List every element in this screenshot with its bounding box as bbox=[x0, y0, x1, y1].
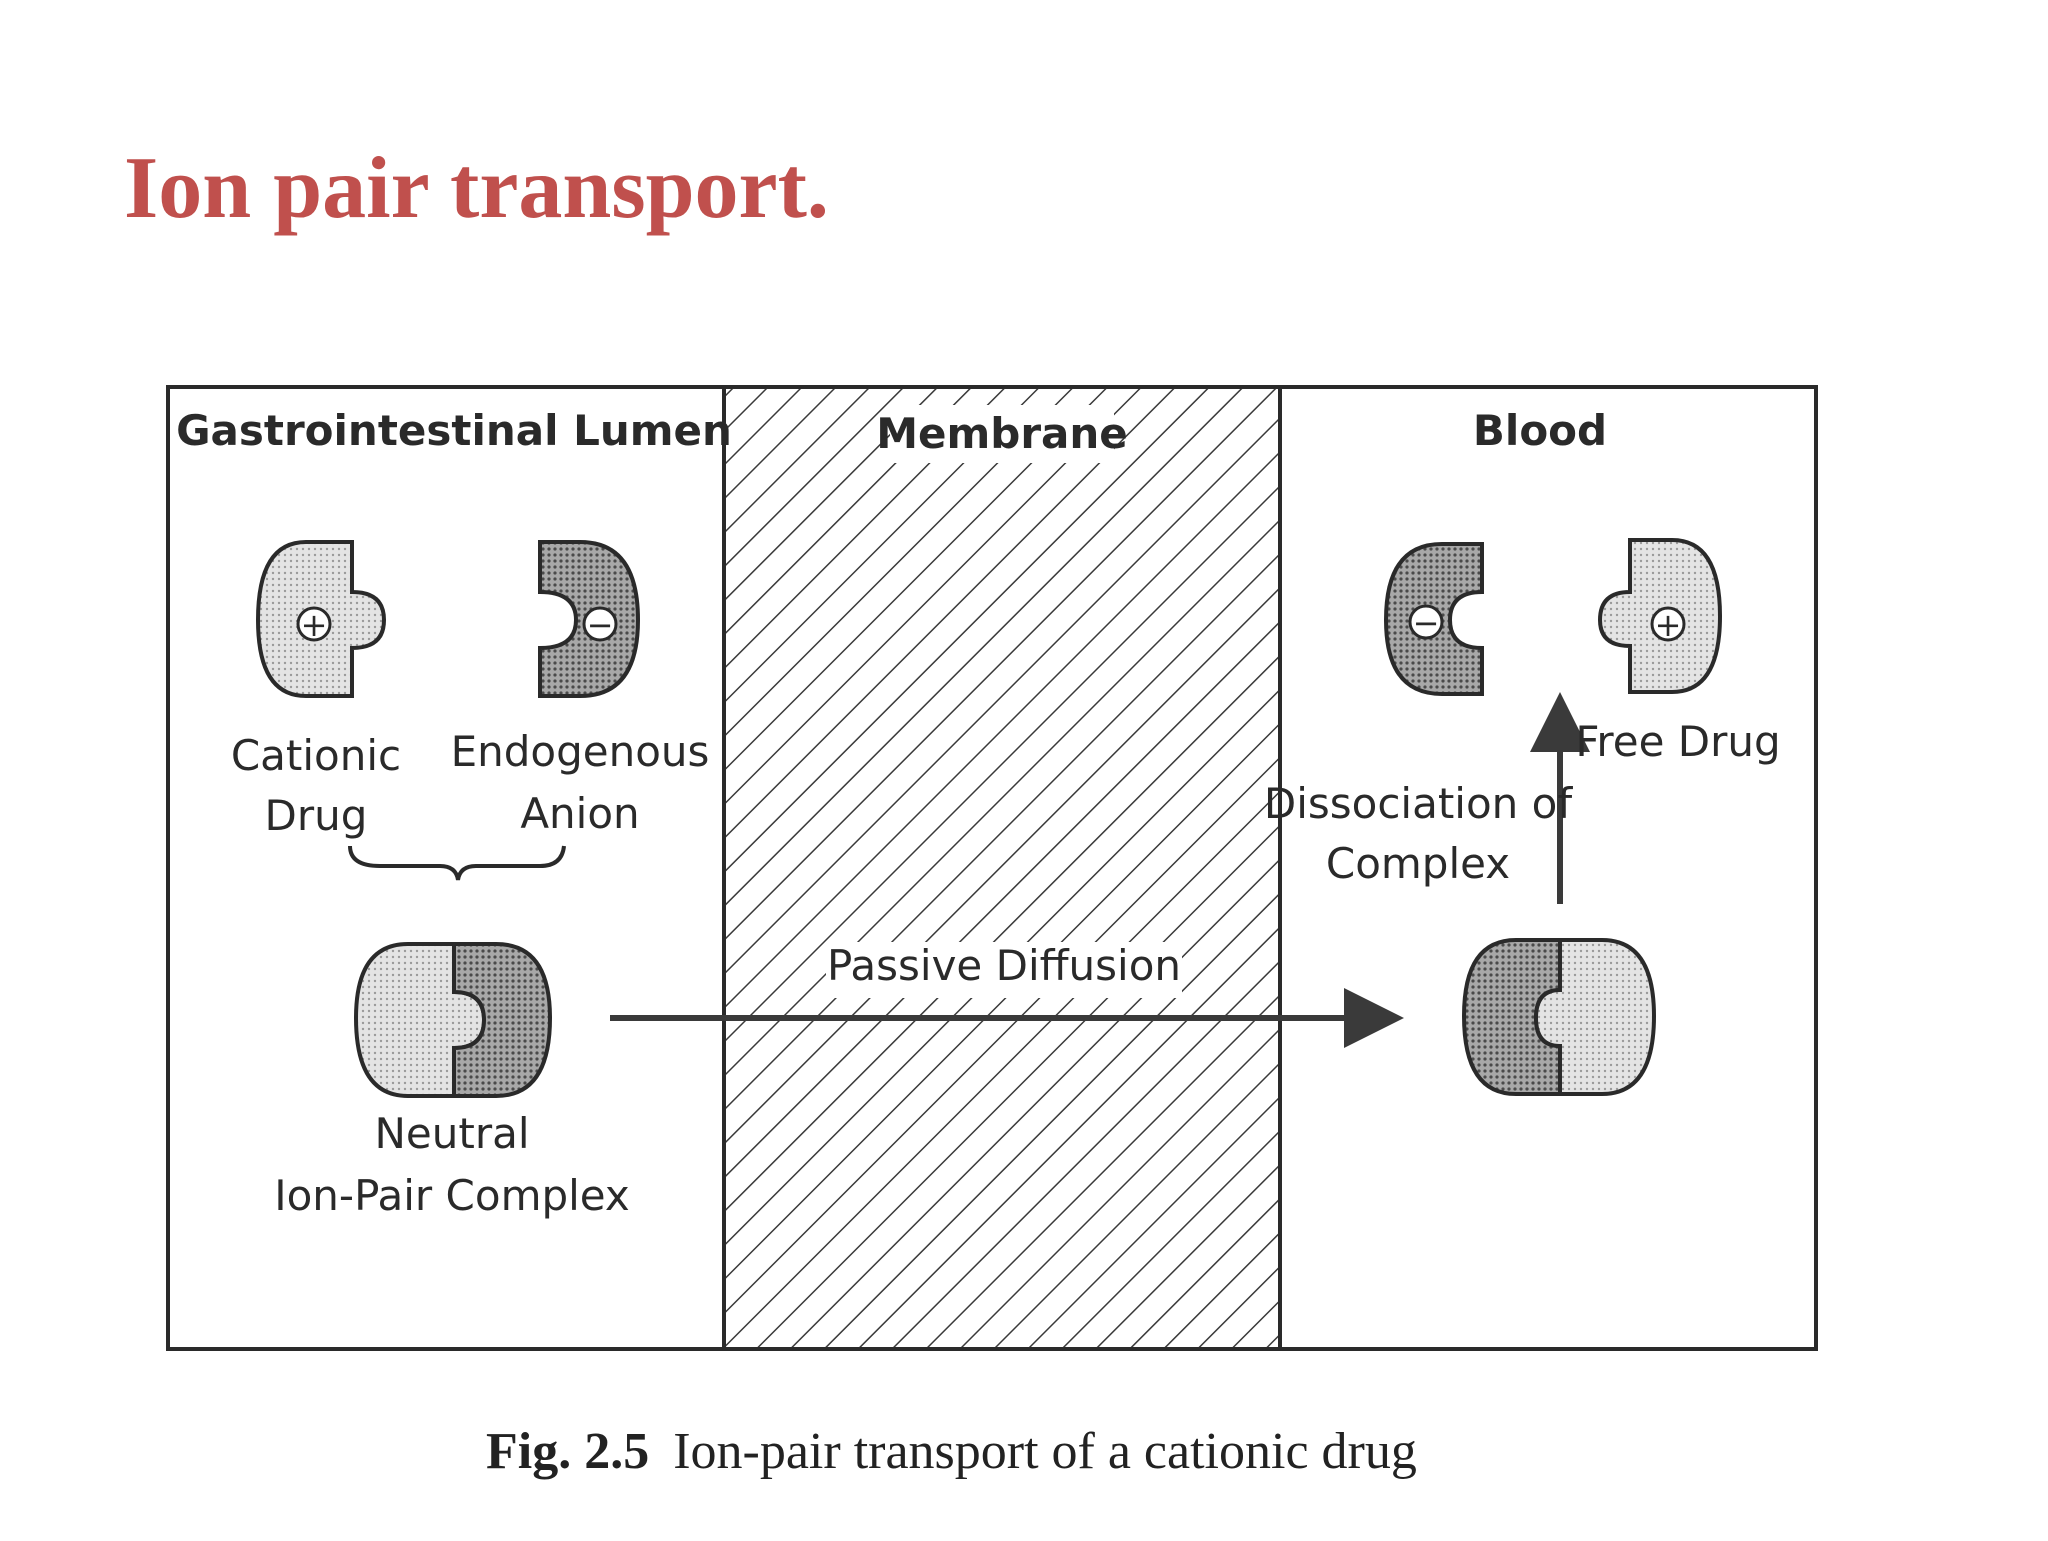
free-drug-label: Free Drug bbox=[1575, 717, 1780, 766]
slide-title: Ion pair transport. bbox=[124, 140, 829, 237]
passive-diffusion-label: Passive Diffusion bbox=[827, 941, 1181, 990]
neutral-complex-shape bbox=[353, 942, 553, 1098]
lumen-label: Gastrointestinal Lumen bbox=[176, 406, 732, 455]
plus-symbol-blood: + bbox=[1655, 606, 1682, 644]
membrane-band bbox=[722, 385, 1282, 1351]
combine-brace bbox=[348, 845, 566, 881]
blood-complex-shape bbox=[1461, 938, 1657, 1096]
membrane-label: Membrane bbox=[876, 409, 1128, 458]
neutral-complex-label-line2: Ion-Pair Complex bbox=[274, 1171, 630, 1220]
endogenous-anion-label-line2: Anion bbox=[520, 789, 639, 838]
minus-icon bbox=[582, 606, 618, 642]
endogenous-anion-shape: − bbox=[538, 540, 641, 698]
plus-icon bbox=[296, 606, 332, 642]
minus-icon-blood bbox=[1408, 604, 1444, 640]
cationic-drug-shape: + bbox=[255, 540, 387, 698]
cationic-drug-label-line1: Cationic bbox=[231, 731, 401, 780]
cationic-drug-label-line2: Drug bbox=[265, 791, 368, 840]
plus-symbol: + bbox=[301, 606, 328, 644]
endogenous-anion-label-line1: Endogenous bbox=[451, 727, 710, 776]
figure-caption-text: Ion-pair transport of a cationic drug bbox=[673, 1423, 1417, 1480]
free-drug-shape: + bbox=[1597, 538, 1723, 694]
figure-number: Fig. 2.5 bbox=[486, 1423, 650, 1480]
neutral-complex-label-line1: Neutral bbox=[374, 1109, 529, 1158]
dissociation-label-line1: Dissociation of bbox=[1264, 779, 1573, 828]
minus-symbol-blood: − bbox=[1413, 604, 1440, 642]
blood-anion-shape: − bbox=[1383, 542, 1484, 696]
blood-label: Blood bbox=[1473, 406, 1607, 455]
dissociation-label-line2: Complex bbox=[1326, 839, 1510, 888]
figure-caption: Fig. 2.5 Ion-pair transport of a cationic… bbox=[486, 1422, 1417, 1481]
plus-icon-blood bbox=[1650, 606, 1686, 642]
minus-symbol: − bbox=[587, 606, 614, 644]
